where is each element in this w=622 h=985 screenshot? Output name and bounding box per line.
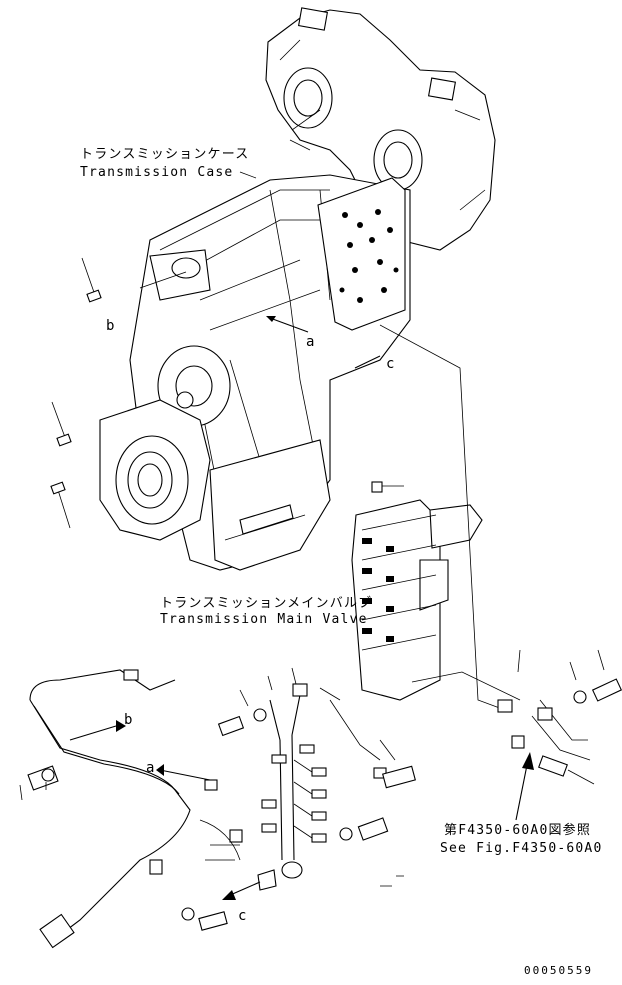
callout-a-bottom: a bbox=[146, 760, 154, 776]
transmission-main-valve-drawing bbox=[351, 481, 483, 701]
transmission-case-label-jp: トランスミッションケース bbox=[80, 147, 250, 162]
case-bolts bbox=[50, 109, 321, 529]
see-fig-label-jp: 第F4350-60A0図参照 bbox=[444, 822, 591, 838]
callout-b-bottom: b bbox=[124, 712, 132, 728]
see-fig-label-en: See Fig.F4350-60A0 bbox=[440, 841, 602, 856]
callout-c-top: c bbox=[386, 356, 394, 372]
callout-c-bottom: c bbox=[238, 908, 246, 924]
callout-b-top: b bbox=[106, 318, 114, 334]
main-valve-label-jp: トランスミッションメインバルブ bbox=[160, 595, 372, 611]
see-fig-leader bbox=[515, 759, 529, 821]
drawing-number: 00050559 bbox=[524, 964, 593, 977]
valve-leader-line bbox=[379, 324, 506, 711]
hardware-bolts bbox=[19, 649, 622, 931]
wiring-harness-drawing bbox=[29, 669, 521, 949]
transmission-case-label-en: Transmission Case bbox=[80, 165, 233, 180]
transmission-case-drawing bbox=[99, 7, 496, 571]
callout-a-top: a bbox=[306, 334, 314, 350]
main-valve-label-en: Transmission Main Valve bbox=[160, 612, 368, 627]
